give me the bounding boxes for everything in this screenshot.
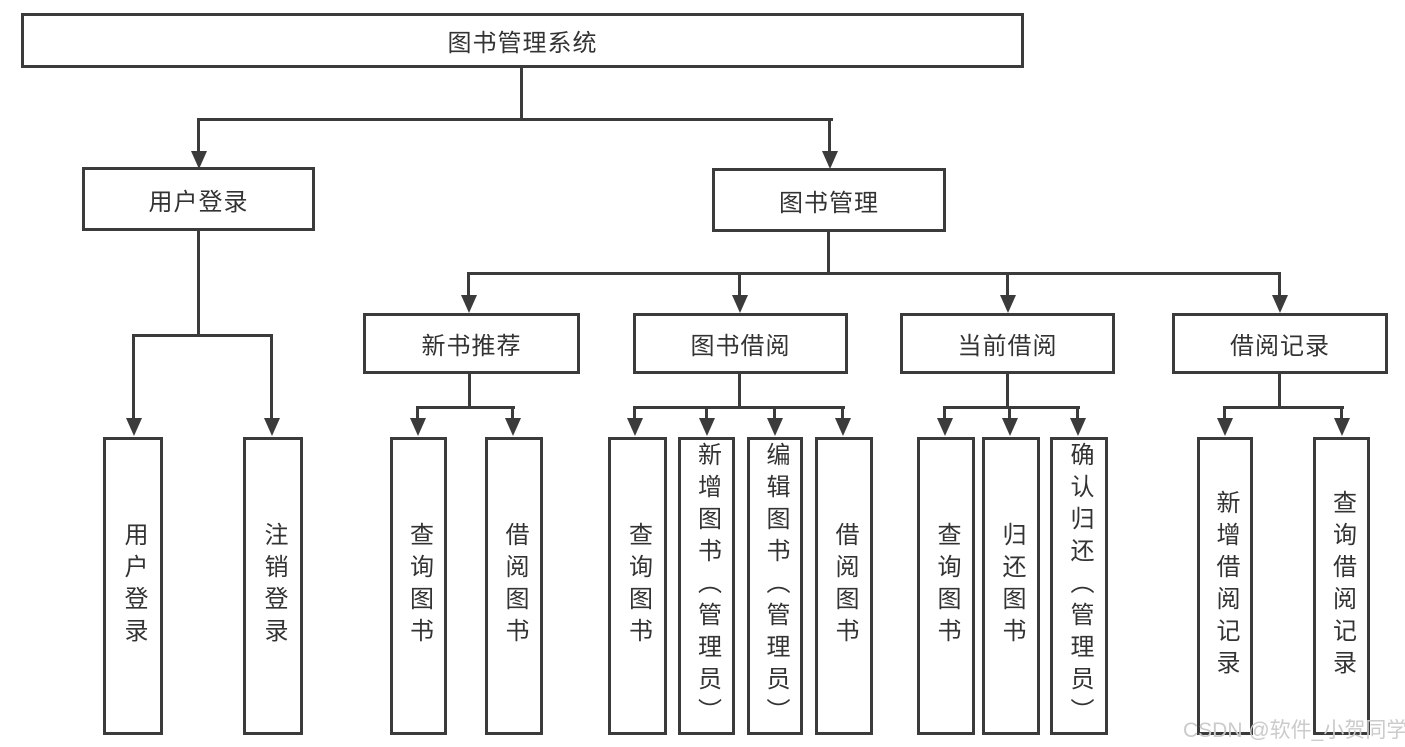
arrow-head-icon [264, 418, 280, 436]
leaf-query-books-borrow-label: 查询图书 [624, 522, 652, 650]
node-book-management-label: 图书管理 [779, 189, 879, 217]
arrow-head-icon [191, 151, 207, 169]
leaf-query-books-recommend: 查询图书 [390, 437, 447, 735]
connector-line [197, 118, 200, 152]
connector-line [773, 406, 776, 419]
leaf-edit-book-admin-label: 编辑图书（管理员） [762, 442, 789, 730]
arrow-head-icon [1217, 418, 1233, 436]
leaf-add-book-admin: 新增图书（管理员） [678, 437, 735, 735]
arrow-head-icon [937, 418, 953, 436]
connector-line [1223, 406, 1226, 419]
connector-line [197, 231, 200, 337]
arrow-head-icon [126, 418, 142, 436]
arrow-head-icon [1002, 418, 1018, 436]
node-current-borrow: 当前借阅 [900, 313, 1115, 374]
connector-line [416, 406, 419, 419]
connector-line [1006, 272, 1009, 296]
node-user-login-label: 用户登录 [148, 188, 249, 216]
connector-line [468, 374, 471, 409]
connector-line [943, 406, 946, 419]
leaf-query-books-current-label: 查询图书 [933, 522, 960, 650]
leaf-user-login: 用户登录 [103, 437, 163, 735]
arrow-head-icon [732, 295, 748, 313]
leaf-query-borrow-record-label: 查询借阅记录 [1328, 490, 1356, 682]
csdn-watermark: CSDN @软件_小贺同学 [1183, 719, 1405, 742]
connector-line [943, 406, 1080, 409]
connector-line [1278, 374, 1281, 409]
leaf-borrow-books-recommend-label: 借阅图书 [501, 522, 528, 650]
leaf-add-borrow-record: 新增借阅记录 [1197, 437, 1253, 735]
connector-line [827, 232, 830, 275]
arrow-head-icon [1334, 418, 1350, 436]
connector-line [270, 334, 273, 419]
connector-line [511, 406, 514, 419]
arrow-head-icon [1000, 295, 1016, 313]
arrow-head-icon [1272, 295, 1288, 313]
connector-line [841, 406, 844, 419]
connector-line [828, 118, 831, 152]
connector-line [1340, 406, 1343, 419]
arrow-head-icon [461, 295, 477, 313]
leaf-borrow-books-label: 借阅图书 [831, 522, 858, 650]
leaf-query-books-recommend-label: 查询图书 [405, 522, 433, 650]
connector-line [738, 272, 741, 296]
arrow-head-icon [822, 151, 838, 169]
leaf-query-books-borrow: 查询图书 [608, 437, 667, 735]
leaf-logout-label: 注销登录 [260, 522, 287, 650]
connector-line [1278, 272, 1281, 296]
leaf-return-book-label: 归还图书 [998, 522, 1025, 650]
connector-line [467, 272, 1281, 275]
leaf-query-borrow-record: 查询借阅记录 [1313, 437, 1370, 735]
leaf-edit-book-admin: 编辑图书（管理员） [747, 437, 803, 735]
node-borrow-records-label: 借阅记录 [1230, 333, 1330, 360]
connector-line [520, 68, 523, 121]
connector-line [467, 272, 470, 296]
connector-line [738, 374, 741, 409]
connector-line [416, 406, 515, 409]
leaf-user-login-label: 用户登录 [120, 522, 147, 650]
arrow-head-icon [627, 418, 643, 436]
connector-line [132, 334, 273, 337]
arrow-head-icon [767, 418, 783, 436]
leaf-logout: 注销登录 [243, 437, 303, 735]
connector-line [1008, 406, 1011, 419]
connector-line [197, 118, 833, 121]
leaf-borrow-books: 借阅图书 [815, 437, 873, 735]
arrow-head-icon [699, 418, 715, 436]
leaf-add-borrow-record-label: 新增借阅记录 [1212, 490, 1239, 682]
leaf-borrow-books-recommend: 借阅图书 [485, 437, 543, 735]
connector-line [1223, 406, 1344, 409]
leaf-add-book-admin-label: 新增图书（管理员） [693, 442, 721, 730]
node-book-borrow: 图书借阅 [633, 313, 848, 374]
node-new-book-recommend-label: 新书推荐 [421, 333, 522, 360]
node-book-borrow-label: 图书借阅 [690, 333, 791, 360]
node-library-system: 图书管理系统 [21, 13, 1024, 68]
connector-line [1006, 374, 1009, 409]
node-borrow-records: 借阅记录 [1172, 313, 1388, 374]
node-book-management: 图书管理 [712, 168, 946, 232]
node-library-system-label: 图书管理系统 [447, 30, 598, 57]
arrow-head-icon [1070, 418, 1086, 436]
leaf-confirm-return-admin-label: 确认归还（管理员） [1066, 442, 1093, 730]
connector-line [132, 334, 135, 419]
node-current-borrow-label: 当前借阅 [957, 333, 1058, 360]
connector-line [1076, 406, 1079, 419]
arrow-head-icon [410, 418, 426, 436]
connector-line [705, 406, 708, 419]
node-user-login: 用户登录 [82, 167, 315, 231]
arrow-head-icon [835, 418, 851, 436]
node-new-book-recommend: 新书推荐 [363, 313, 580, 374]
connector-line [633, 406, 636, 419]
arrow-head-icon [505, 418, 521, 436]
leaf-return-book: 归还图书 [982, 437, 1040, 735]
leaf-confirm-return-admin: 确认归还（管理员） [1050, 437, 1108, 735]
connector-line [633, 406, 845, 409]
leaf-query-books-current: 查询图书 [917, 437, 975, 735]
